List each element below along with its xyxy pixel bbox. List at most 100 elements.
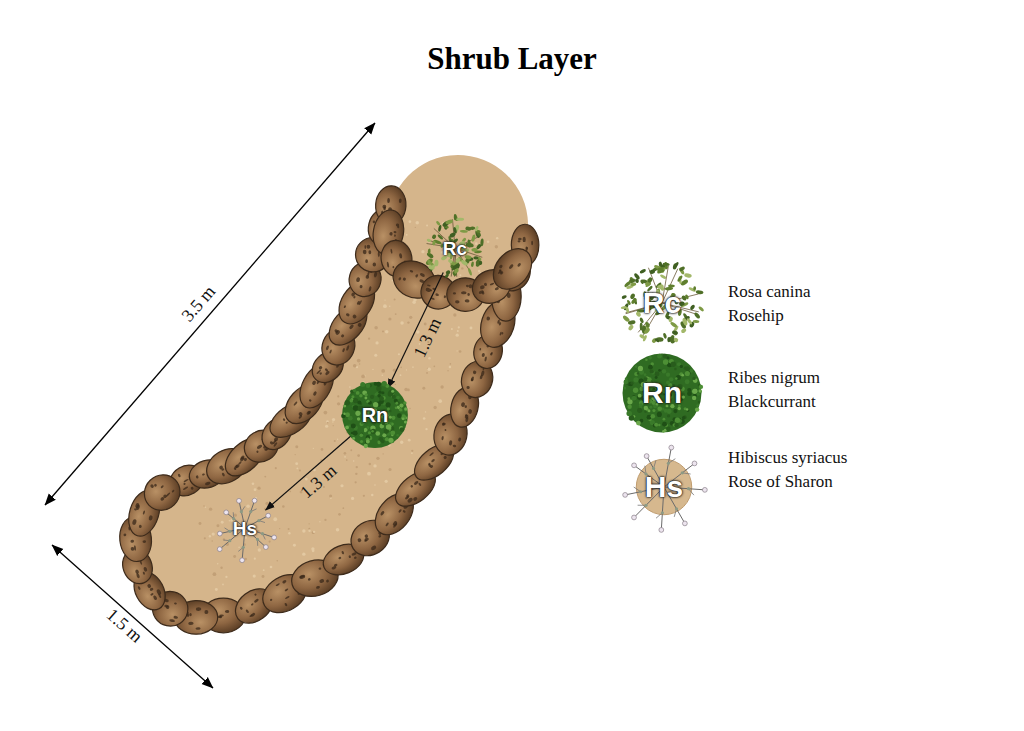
rock-spot: [137, 586, 141, 591]
leaf: [425, 258, 434, 266]
rock-spot: [309, 399, 312, 402]
leaf: [693, 286, 696, 291]
sand-grain: [225, 576, 227, 578]
sand-grain: [457, 330, 459, 332]
sand-grain: [350, 449, 352, 451]
rock-spot: [443, 295, 446, 298]
leaf: [652, 467, 655, 470]
shrub-crown: [342, 382, 408, 448]
leaf: [375, 393, 378, 396]
rock-spot: [269, 441, 274, 445]
rock-spot: [472, 370, 476, 374]
sand-grain: [355, 473, 357, 475]
rock: [486, 241, 540, 297]
rock-spot: [383, 206, 386, 210]
rock-spot: [455, 300, 460, 303]
leaf: [628, 324, 635, 331]
sand-grain: [415, 227, 416, 228]
sand-grain: [308, 523, 309, 524]
rock-spot: [370, 545, 377, 551]
sand-grain: [288, 528, 290, 530]
rock-spot: [195, 475, 198, 479]
sand-grain: [406, 234, 408, 236]
rock-spot: [484, 356, 487, 361]
leaf: [637, 372, 639, 374]
sand-grain: [276, 560, 278, 562]
sand-grain: [395, 313, 397, 315]
rock-spot: [486, 316, 491, 321]
rock-spot: [308, 578, 311, 581]
leaf: [672, 261, 679, 269]
plant-symbol: Rn: [340, 380, 410, 450]
legend-text: Ribes nigrum Blackcurrant: [728, 366, 848, 414]
sand-grain: [279, 528, 280, 529]
sand-grain: [461, 267, 463, 269]
leaf: [661, 511, 664, 514]
rock-spot: [284, 602, 288, 606]
rock-spot: [142, 571, 145, 575]
leaf: [647, 277, 653, 284]
sand-grain: [342, 507, 344, 509]
sand-grain: [229, 520, 231, 522]
sand-grain: [254, 558, 256, 560]
leaf: [677, 275, 683, 282]
flower: [252, 498, 257, 503]
leaf: [473, 256, 478, 260]
leaf: [668, 363, 671, 366]
rock-spot: [481, 353, 485, 358]
leaf: [382, 381, 387, 386]
sand-grain: [384, 299, 385, 300]
rock-spot: [390, 249, 392, 254]
leaf: [432, 240, 436, 245]
leaf: [699, 385, 703, 389]
rock-spot: [364, 537, 370, 542]
sand-grain: [213, 572, 217, 576]
sand-grain: [426, 225, 428, 227]
rock-spot: [500, 270, 504, 274]
rock-spot: [469, 284, 473, 288]
sand-grain: [324, 411, 328, 415]
sand-grain: [258, 548, 261, 551]
leaf: [675, 507, 678, 510]
leaf: [672, 330, 678, 336]
leaf: [626, 411, 632, 417]
rock-spot: [478, 290, 484, 295]
sand-grain: [423, 417, 426, 420]
leaf: [431, 234, 437, 240]
rock-spot: [358, 300, 362, 306]
leaf: [674, 368, 677, 371]
leaf: [427, 248, 430, 254]
sand-grain: [496, 237, 498, 239]
sand-grain: [495, 245, 498, 248]
leaf: [353, 405, 359, 411]
rock-spot: [365, 275, 369, 279]
rock-spot: [418, 482, 422, 486]
sand-grain: [312, 549, 315, 552]
leaf: [444, 273, 449, 278]
rock-spot: [517, 262, 522, 267]
rock-spot: [398, 277, 402, 281]
rock-spot: [354, 556, 357, 559]
sand-grain: [470, 327, 473, 330]
sand-grain: [308, 530, 310, 532]
leaf: [657, 266, 665, 271]
rock-spot: [443, 455, 447, 459]
leaf: [624, 280, 632, 288]
sand-grain: [246, 504, 250, 508]
rock-spot: [399, 198, 402, 203]
sand-grain: [199, 522, 202, 525]
sand-grain: [400, 366, 402, 368]
leaf: [435, 220, 440, 226]
rock-spot: [499, 271, 503, 275]
leaf: [453, 227, 457, 234]
sand-grain: [427, 368, 430, 371]
rock-spot: [136, 504, 141, 510]
plant-code: Rc: [443, 239, 467, 258]
leaf: [396, 401, 400, 405]
leaf: [649, 269, 655, 274]
rock-spot: [147, 583, 152, 588]
rock-spot: [150, 593, 154, 596]
leaf: [649, 365, 653, 369]
rock-spot: [431, 458, 436, 462]
sand-grain: [406, 369, 407, 370]
